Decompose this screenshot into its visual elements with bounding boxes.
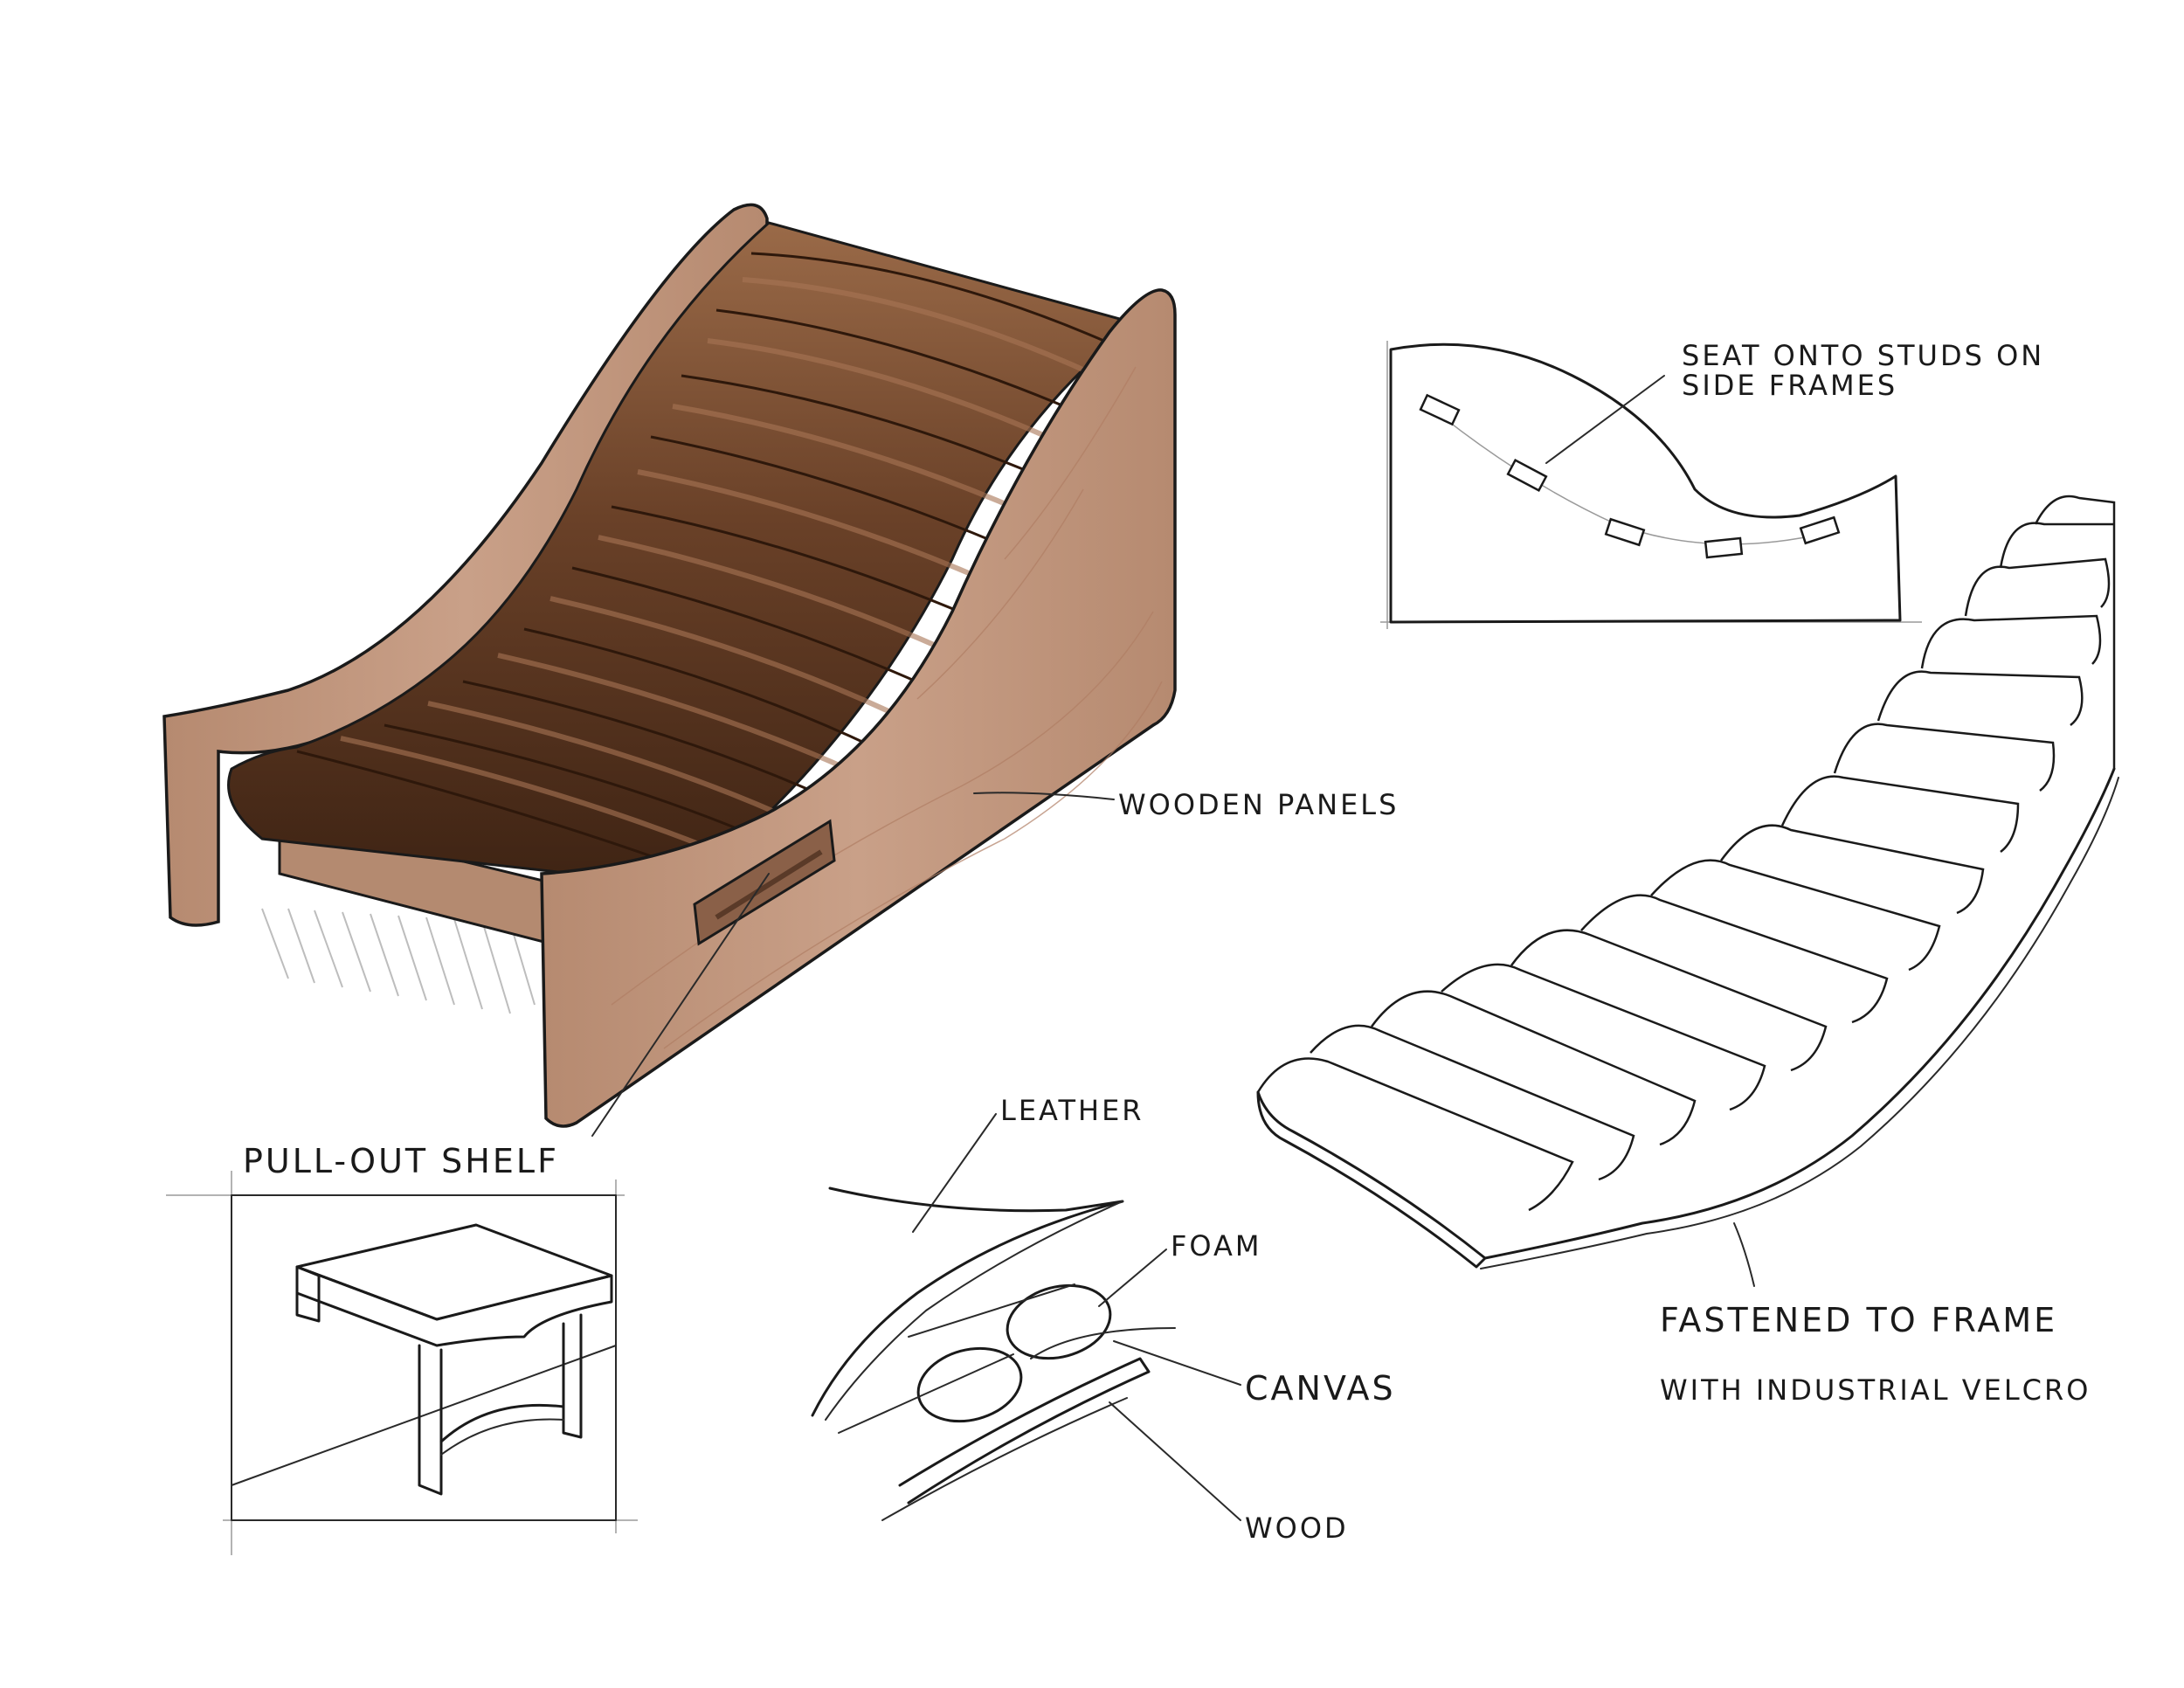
foam-roll-2 [916,1346,1023,1423]
cushion-detail-drawing [1256,495,2119,1287]
stud-2 [1506,458,1548,493]
canvas-layer-line [1030,1327,1176,1359]
leader-canvas [1113,1340,1241,1386]
stud-1 [1419,393,1461,426]
label-wood: WOOD [1245,1512,1349,1545]
shelf-handle-slot [693,819,836,946]
leader-wooden-panels [973,792,1115,800]
wall-line [231,1345,617,1486]
leader-pull-out-shelf [591,873,770,1137]
side-frame-detail-drawing [1380,341,1922,629]
shelf-front-edge [295,1265,613,1347]
shelf-top [295,1223,613,1321]
chair-perspective-drawing [162,203,1177,1137]
leader-wood [1109,1401,1241,1521]
label-wooden-panels: WOODEN PANELS [1118,788,1399,821]
leather-layer-line [811,1186,1124,1417]
cushion-underside [1483,767,2116,1260]
cushion-rolls [1256,495,2116,1212]
shelf-frame-box [231,1194,617,1521]
seat-studs [1419,393,1841,559]
label-seat-studs-line1: SEAT ONTO STUDS ON [1682,339,2044,372]
label-fastened-line1: FASTENED TO FRAME [1660,1301,2057,1339]
leather-roll-highlights [340,277,1098,850]
shelf-leg-front [418,1344,443,1496]
foam-roll-1 [1006,1283,1112,1360]
leader-leather [912,1113,997,1233]
label-seat-studs-line2: SIDE FRAMES [1682,369,1897,402]
label-fastened-line2: WITH INDUSTRIAL VELCRO [1660,1373,2091,1407]
shelf-leg-arch [439,1403,565,1443]
floor-shadow-hatching [261,908,536,1014]
cushion-base [1256,1090,1487,1269]
stud-3 [1604,517,1646,547]
label-foam: FOAM [1171,1229,1262,1263]
label-pull-out-shelf: PULL-OUT SHELF [243,1142,559,1180]
shelf-leg-back [562,1313,583,1439]
leader-seat-studs [1545,375,1665,464]
stud-4 [1704,536,1744,559]
leather-roll-seams [296,252,1115,862]
side-frame-outline [1389,342,1902,624]
label-leather: LEATHER [1000,1094,1144,1127]
layer-section-drawing [811,1113,1241,1521]
stud-5 [1799,515,1841,545]
leader-foam [1098,1249,1167,1307]
label-canvas: CANVAS [1245,1369,1396,1408]
leader-fastened [1733,1222,1755,1287]
wood-layer [898,1357,1151,1505]
pull-out-shelf-drawing [166,1171,638,1555]
